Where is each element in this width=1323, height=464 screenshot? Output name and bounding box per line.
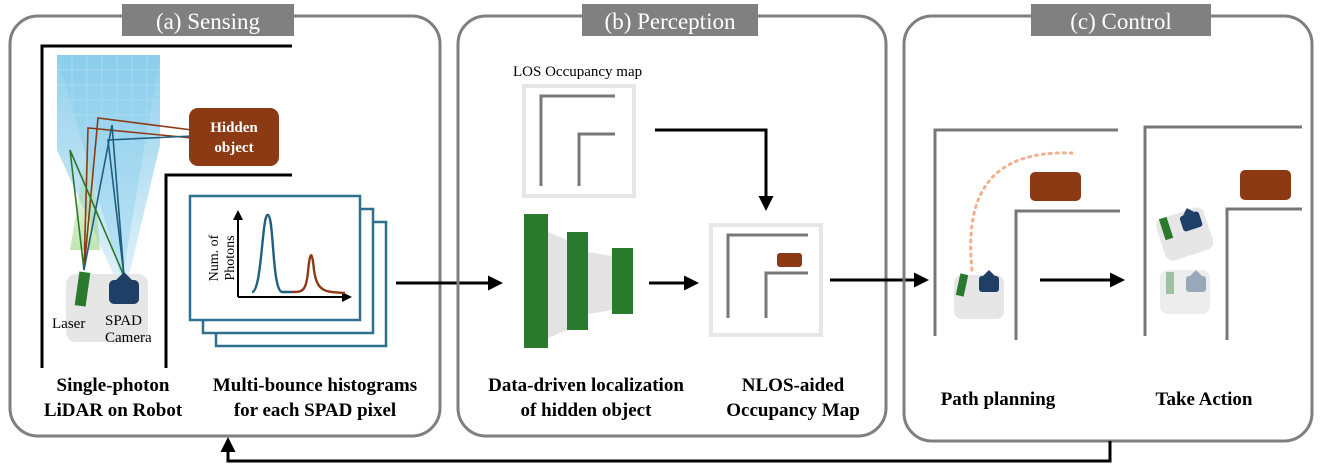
caption-nlos-map-line2: Occupancy Map	[726, 400, 860, 421]
laser-emitter	[74, 271, 91, 307]
arrow-los-map-to-nlos-map	[655, 128, 774, 211]
network-layer-2	[567, 232, 588, 330]
multi-bounce-light-paths	[69, 117, 193, 277]
nlos-aided-occupancy-map	[709, 223, 823, 337]
corridor-wall-right	[164, 173, 292, 368]
caption-localization-line2: of hidden object	[521, 400, 653, 421]
hidden-object-box	[189, 108, 279, 166]
nlos-map-hidden-object	[777, 253, 802, 267]
path-planning-scene	[933, 128, 1120, 340]
panel-title-perception: (b) Perception	[605, 9, 736, 34]
laser-label: Laser	[52, 316, 85, 332]
take-action-scene	[1143, 125, 1302, 340]
caption-lidar-line2: LiDAR on Robot	[44, 400, 183, 421]
planned-path	[969, 151, 1074, 272]
network-layer-1	[524, 214, 548, 348]
caption-histograms-line2: for each SPAD pixel	[234, 400, 396, 421]
spad-camera-label-line1: SPAD	[105, 313, 142, 329]
histogram-axis-label-line2: Photons	[223, 235, 238, 280]
histogram-axis-label-line1: Num. of	[207, 234, 222, 281]
caption-take-action: Take Action	[1156, 389, 1253, 410]
caption-path-planning: Path planning	[941, 389, 1056, 410]
caption-histograms-line1: Multi-bounce histograms	[213, 375, 417, 396]
camera-field-of-view	[57, 55, 160, 280]
caption-nlos-map-line1: NLOS-aided	[742, 375, 845, 396]
feedback-loop-arrow	[220, 437, 1112, 463]
localization-network	[524, 214, 633, 348]
path-scene-hidden-object	[1030, 172, 1081, 201]
histogram-stack: Num. of Photons	[188, 194, 388, 348]
hidden-object-label-line2: object	[214, 140, 253, 156]
action-scene-hidden-object	[1240, 170, 1291, 200]
caption-lidar-line1: Single-photon	[57, 375, 170, 396]
robot-previous-position	[1160, 270, 1210, 314]
panel-sensing: (a) Sensing Hid	[8, 4, 442, 438]
robot-turned-position	[1156, 207, 1214, 261]
los-map-label: LOS Occupancy map	[513, 64, 642, 80]
panel-perception: (b) Perception LOS Occupancy map Data-dr…	[456, 4, 888, 438]
los-occupancy-map	[522, 84, 636, 198]
panel-title-sensing: (a) Sensing	[156, 9, 261, 34]
panel-control: (c) Control	[902, 4, 1314, 443]
spad-camera-icon	[109, 280, 139, 304]
panel-title-control: (c) Control	[1070, 9, 1172, 34]
network-layer-3	[612, 248, 633, 314]
corridor-wall-left	[40, 44, 292, 368]
hidden-object-label-line1: Hidden	[210, 120, 258, 136]
histogram-first-peak	[250, 213, 292, 294]
caption-localization-line1: Data-driven localization	[488, 375, 684, 396]
spad-camera-label-line2: Camera	[105, 330, 152, 346]
histogram-second-peak	[291, 254, 346, 295]
